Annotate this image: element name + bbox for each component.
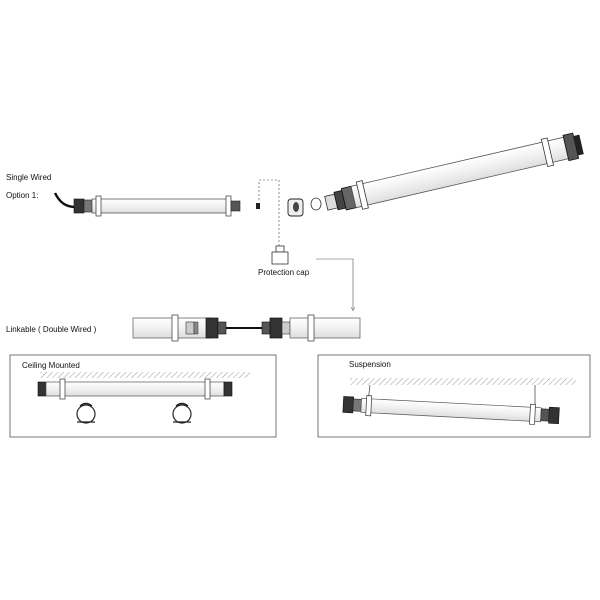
- mounting-clip-icon: [76, 402, 96, 424]
- mounting-clip-icon: [172, 402, 192, 424]
- linkable-assembly: [132, 314, 361, 342]
- seal-ring-icon: [310, 197, 322, 211]
- protection-cap-icon: [271, 245, 289, 265]
- option-1-label: Option 1:: [6, 191, 39, 200]
- protection-cap-guide: [258, 179, 280, 246]
- suspension-panel: [317, 354, 591, 438]
- perspective-tube: [324, 132, 584, 211]
- single-wired-label: Single Wired: [6, 173, 52, 182]
- suspension-label: Suspension: [349, 360, 391, 369]
- protection-cap-arrow: [316, 258, 353, 309]
- connector-nut-icon: [287, 198, 304, 217]
- protection-cap-label: Protection cap: [258, 268, 310, 277]
- ceiling-mounted-panel: [9, 354, 277, 438]
- single-wired-tube: [53, 192, 260, 217]
- ceiling-mounted-label: Ceiling Mounted: [22, 361, 80, 370]
- linkable-label: Linkable ( Double Wired ): [6, 325, 97, 334]
